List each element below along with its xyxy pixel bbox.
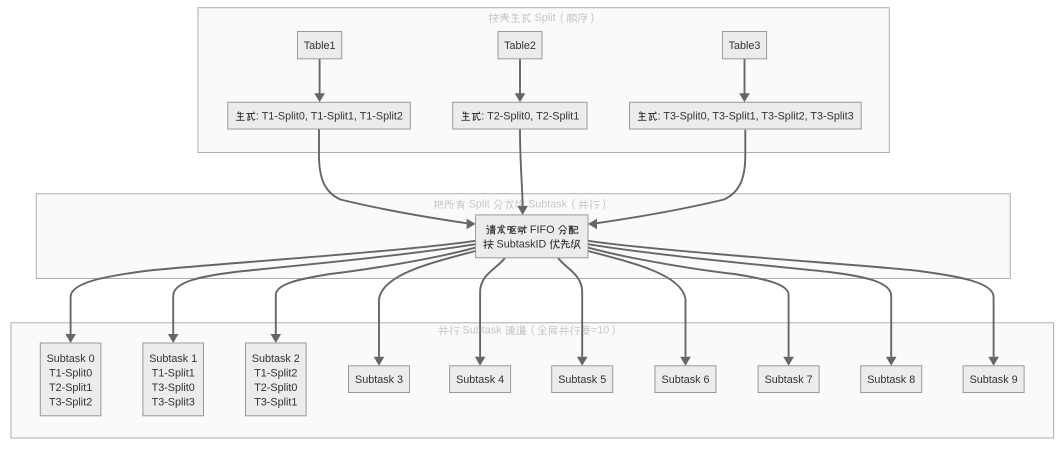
svg-text:T1-Split1: T1-Split1 (152, 368, 195, 380)
svg-text:T1-Split2: T1-Split2 (254, 368, 297, 380)
svg-text:: T2-Split0, T2-Split1: : T2-Split0, T2-Split1 (481, 111, 579, 123)
svg-text:Split: Split (535, 12, 556, 24)
svg-text:Subtask 0: Subtask 0 (47, 353, 95, 365)
svg-text:=10: =10 (591, 325, 609, 337)
svg-text:T3-Split2: T3-Split2 (49, 397, 92, 409)
svg-text:T1-Split0: T1-Split0 (49, 368, 92, 380)
svg-text:FIFO: FIFO (530, 224, 555, 236)
svg-text:Subtask 6: Subtask 6 (662, 374, 710, 386)
svg-text:: T1-Split0, T1-Split1, T1-Spl: : T1-Split0, T1-Split1, T1-Split2 (256, 111, 403, 123)
svg-text:Subtask 2: Subtask 2 (252, 353, 300, 365)
svg-text:: T3-Split0, T3-Split1, T3-Spl: : T3-Split0, T3-Split1, T3-Split2, T3-Sp… (658, 111, 854, 123)
svg-text:Table3: Table3 (729, 40, 761, 52)
svg-text:T3-Split0: T3-Split0 (152, 382, 195, 394)
svg-text:T2-Split1: T2-Split1 (49, 382, 92, 394)
svg-text:Subtask 5: Subtask 5 (558, 374, 606, 386)
svg-text:Table2: Table2 (504, 40, 536, 52)
svg-text:T2-Split0: T2-Split0 (254, 382, 297, 394)
svg-text:Subtask 7: Subtask 7 (765, 374, 813, 386)
svg-text:Subtask: Subtask (528, 199, 568, 211)
svg-text:Subtask: Subtask (463, 325, 503, 337)
svg-text:Subtask 8: Subtask 8 (867, 374, 915, 386)
svg-text:Subtask 4: Subtask 4 (456, 374, 504, 386)
svg-text:Subtask 9: Subtask 9 (970, 374, 1018, 386)
svg-text:T3-Split1: T3-Split1 (254, 397, 297, 409)
svg-text:Split: Split (469, 199, 490, 211)
svg-text:Table1: Table1 (304, 40, 336, 52)
svg-text:T3-Split3: T3-Split3 (152, 397, 195, 409)
svg-text:Subtask 1: Subtask 1 (149, 353, 197, 365)
svg-text:SubtaskID: SubtaskID (497, 238, 547, 250)
svg-text:Subtask 3: Subtask 3 (355, 374, 403, 386)
